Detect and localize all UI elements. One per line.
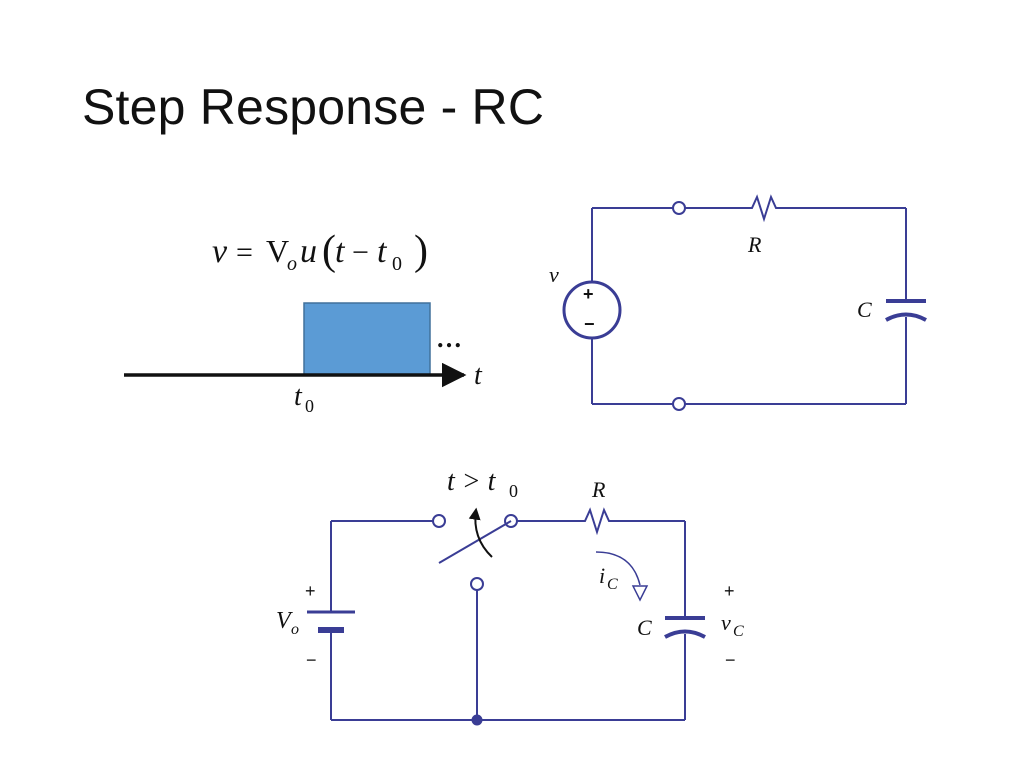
eq-v: v (212, 233, 228, 270)
resistor-top (685, 194, 906, 223)
source-plus: + (583, 284, 594, 304)
eq-rparen: ) (414, 228, 428, 274)
eq-u: u (300, 233, 317, 270)
continuation-ellipsis: … (436, 324, 462, 353)
rc-circuit-top-labels: + − v R C (549, 232, 872, 334)
battery-label-sub: o (291, 621, 299, 638)
capacitor-label-bottom: C (637, 615, 652, 640)
resistor-label-bottom: R (591, 477, 606, 502)
step-pulse (303, 302, 431, 376)
step-plot: … t t 0 (124, 302, 483, 416)
capacitor-label-top: C (857, 297, 872, 322)
rc-circuit-bottom (307, 507, 706, 726)
source-label: v (549, 262, 559, 287)
source-minus: − (584, 314, 595, 334)
battery-label: V (276, 608, 293, 634)
voltage-source (562, 280, 622, 340)
eq-minus: − (352, 236, 369, 269)
slide-title: Step Response - RC (82, 79, 545, 135)
terminal-bottom (672, 397, 686, 411)
vc-label-sub: C (733, 623, 744, 640)
t0-label-sub: 0 (305, 396, 314, 416)
eq-equals: = (236, 236, 253, 269)
terminal-top (672, 201, 686, 215)
battery-plus: + (305, 581, 316, 601)
battery-minus: − (306, 650, 317, 670)
switch-condition-sub: 0 (509, 481, 518, 501)
switch-contact-bottom (470, 577, 484, 591)
rc-circuit-top (562, 194, 927, 411)
vc-label: v (721, 610, 731, 635)
rc-circuit-bottom-labels: t > t 0 R + V o − i C C + v C − (276, 466, 744, 670)
eq-t0-sub: 0 (392, 253, 402, 275)
resistor-label-top: R (747, 232, 762, 257)
capacitor-plate-bottom (885, 312, 927, 322)
switch-condition: t > t (447, 466, 497, 497)
eq-lparen: ( (322, 228, 336, 274)
switch-motion-arrow (468, 507, 493, 558)
switch-contact-left (432, 514, 446, 528)
t0-label: t (294, 381, 303, 412)
axis-label-t: t (474, 360, 483, 391)
current-arrow-head (631, 585, 649, 602)
junction-node (471, 714, 483, 726)
vc-minus: − (725, 650, 736, 670)
eq-t: t (335, 233, 346, 270)
eq-amplitude-sub: o (287, 253, 297, 275)
current-arrow-path (595, 551, 641, 586)
capacitor-plate-bottom-b (664, 629, 706, 639)
resistor-bottom (517, 507, 685, 536)
current-label-sub: C (607, 576, 618, 593)
vc-plus: + (724, 581, 735, 601)
step-equation: v = V o u ( t − t 0 ) (212, 228, 428, 275)
current-label: i (599, 563, 605, 588)
switch-blade (438, 520, 512, 564)
eq-amplitude: V (266, 233, 289, 269)
eq-t0: t (377, 233, 388, 270)
